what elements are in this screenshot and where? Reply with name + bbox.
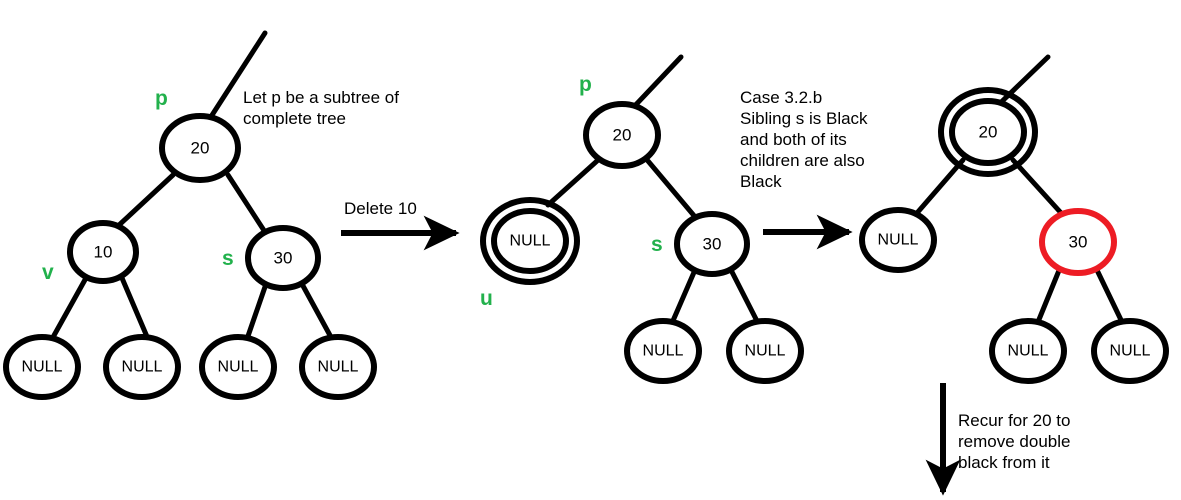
- node-tag-s: s: [222, 247, 234, 270]
- tree-edge: [1010, 157, 1065, 217]
- annotation-line: black from it: [958, 453, 1050, 472]
- node-label: NULL: [1007, 342, 1049, 360]
- annotation-line: Let p be a subtree of: [243, 88, 399, 107]
- tree-node-null[interactable]: [491, 208, 569, 274]
- annotation-line: remove double: [958, 432, 1071, 451]
- tree-node-20[interactable]: [583, 101, 661, 169]
- node-tag-s: s: [651, 233, 663, 256]
- node-label: NULL: [121, 358, 163, 376]
- annotation-line: Sibling s is Black: [740, 109, 868, 128]
- tree-node-null[interactable]: [1091, 318, 1169, 384]
- annotation-note-recur: Recur for 20 to remove double black from i…: [958, 410, 1070, 473]
- node-label: 30: [273, 248, 293, 268]
- node-tag-u: u: [480, 287, 493, 310]
- tree-edge: [728, 267, 761, 326]
- tree-edge: [49, 275, 89, 342]
- node-tag-v: v: [42, 261, 54, 284]
- annotation-line: and both of its: [740, 130, 847, 149]
- annotation-line: Black: [740, 172, 782, 191]
- tree-parent-edge: [202, 30, 268, 129]
- tree-edge: [1093, 265, 1125, 325]
- node-label: 20: [612, 125, 632, 145]
- tree-tree-result: [859, 54, 1169, 384]
- tree-edge: [225, 172, 268, 235]
- tree-node-30[interactable]: [674, 211, 750, 277]
- node-label: 20: [978, 122, 998, 142]
- tree-edge: [914, 157, 966, 216]
- arrow-label: Delete 10: [344, 199, 417, 218]
- tree-node-20[interactable]: [949, 98, 1027, 166]
- tree-node-null[interactable]: [3, 334, 81, 400]
- tree-edge: [299, 281, 335, 342]
- node-outer-ring[interactable]: [480, 197, 580, 285]
- tree-node-10[interactable]: [67, 220, 139, 284]
- node-label: NULL: [317, 358, 359, 376]
- node-outer-ring[interactable]: [938, 87, 1038, 177]
- tree-tree-initial: [3, 30, 377, 400]
- node-label: NULL: [21, 358, 63, 376]
- tree-edge: [669, 267, 698, 326]
- node-label: 10: [93, 242, 113, 262]
- node-tag-p: p: [579, 73, 592, 96]
- node-label: 20: [190, 138, 210, 158]
- annotation-line: children are also: [740, 151, 865, 170]
- annotation-line: complete tree: [243, 109, 346, 128]
- node-label: NULL: [217, 358, 259, 376]
- tree-edge: [645, 158, 699, 221]
- tree-node-null[interactable]: [989, 318, 1067, 384]
- node-tag-p: p: [155, 87, 168, 110]
- tree-node-30[interactable]: [1039, 208, 1117, 276]
- tree-node-null[interactable]: [624, 318, 702, 384]
- tree-node-null[interactable]: [726, 318, 804, 384]
- tree-edge: [244, 281, 269, 342]
- node-label: 30: [702, 234, 722, 254]
- tree-node-null[interactable]: [199, 334, 277, 400]
- tree-tree-after-delete: [480, 54, 804, 384]
- tree-edge: [1035, 265, 1063, 325]
- node-label: NULL: [1109, 342, 1151, 360]
- tree-node-30[interactable]: [245, 225, 321, 291]
- annotation-note-subtree: Let p be a subtree of complete tree: [243, 87, 399, 129]
- node-label: 30: [1068, 232, 1088, 252]
- tree-node-null[interactable]: [103, 334, 181, 400]
- tree-edge: [115, 172, 176, 229]
- annotation-line: Recur for 20 to: [958, 411, 1071, 430]
- node-label: NULL: [744, 342, 786, 360]
- tree-edge: [545, 158, 600, 208]
- tree-node-20[interactable]: [159, 113, 241, 183]
- tree-edge: [119, 275, 151, 342]
- tree-node-null[interactable]: [299, 334, 377, 400]
- node-label: NULL: [877, 231, 919, 249]
- annotation-line: Case 3.2.b: [740, 88, 823, 107]
- node-label: NULL: [642, 342, 684, 360]
- tree-node-null[interactable]: [859, 207, 937, 273]
- node-label: NULL: [509, 232, 551, 250]
